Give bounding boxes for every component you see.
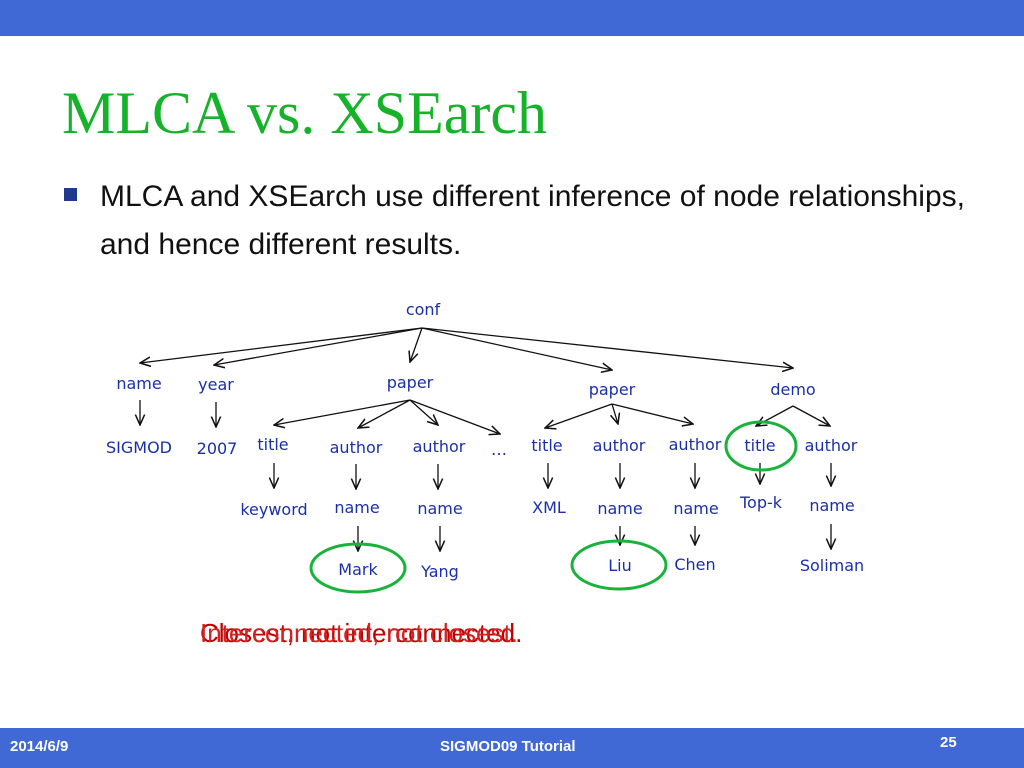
edge-paper1-author1 <box>358 399 411 428</box>
node-topk: Top-k <box>739 493 783 512</box>
edge-conf-demo <box>421 327 793 368</box>
node-liu: Liu <box>608 556 632 575</box>
edge-paper2-title <box>545 403 613 428</box>
highlight-circle-title <box>724 420 798 472</box>
highlight-circles <box>309 420 798 594</box>
node-name: name <box>673 499 718 518</box>
highlight-circle-liu <box>570 539 668 591</box>
footer-page-number: 25 <box>940 734 957 751</box>
caption-overlap: Closest, not interconnected. Interconnec… <box>200 615 522 651</box>
node-name: name <box>809 496 854 515</box>
node-mark: Mark <box>338 560 378 579</box>
edge-paper1-author2 <box>409 399 438 425</box>
node-paper: paper <box>387 373 434 392</box>
node-yang: Yang <box>420 562 459 581</box>
node-title: title <box>744 436 775 455</box>
node-name: name <box>597 499 642 518</box>
edge-conf-year <box>214 327 423 365</box>
node-name: name <box>116 374 161 393</box>
node-xml: XML <box>532 498 566 517</box>
edge-paper2-author4 <box>611 403 693 424</box>
footer-date: 2014/6/9 <box>10 738 69 755</box>
highlight-circle-mark <box>309 542 407 594</box>
tree-node-labels: conf name year paper paper demo SIGMOD 2… <box>106 300 864 581</box>
node-author: author <box>413 437 466 456</box>
node-chen: Chen <box>674 555 715 574</box>
node-name: name <box>417 499 462 518</box>
node-author: author <box>593 436 646 455</box>
bullet-square-icon <box>64 188 77 201</box>
edge-conf-paper1 <box>410 327 423 362</box>
caption-interconnected: Interconnected, not closest. <box>200 618 518 648</box>
edge-paper1-title <box>274 399 411 425</box>
node-year: year <box>198 375 234 394</box>
edge-conf-paper2 <box>421 327 612 370</box>
edge-conf-name <box>140 327 423 363</box>
node-ellipsis: … <box>491 440 507 459</box>
node-author: author <box>805 436 858 455</box>
node-author: author <box>330 438 383 457</box>
caption-closest: Closest, not interconnected. <box>200 618 523 648</box>
footer-title: SIGMOD09 Tutorial <box>440 738 576 755</box>
node-paper: paper <box>589 380 636 399</box>
node-title: title <box>257 435 288 454</box>
node-sigmod: SIGMOD <box>106 438 172 457</box>
edge-paper1-more <box>409 399 500 434</box>
node-author: author <box>669 435 722 454</box>
edge-paper2-author3 <box>612 403 618 424</box>
top-bar <box>0 0 1024 36</box>
tree-edges <box>140 327 831 551</box>
footer-bar: 2014/6/9 SIGMOD09 Tutorial 25 <box>0 728 1024 768</box>
edge-demo-author5 <box>792 405 830 426</box>
node-conf: conf <box>406 300 441 319</box>
node-soliman: Soliman <box>800 556 864 575</box>
node-name: name <box>334 498 379 517</box>
node-demo: demo <box>770 380 815 399</box>
bullet-text: MLCA and XSEarch use different inference… <box>100 180 965 261</box>
node-keyword: keyword <box>240 500 307 519</box>
node-title: title <box>531 436 562 455</box>
node-2007: 2007 <box>197 439 238 458</box>
slide-title: MLCA vs. XSEarch <box>62 80 547 146</box>
